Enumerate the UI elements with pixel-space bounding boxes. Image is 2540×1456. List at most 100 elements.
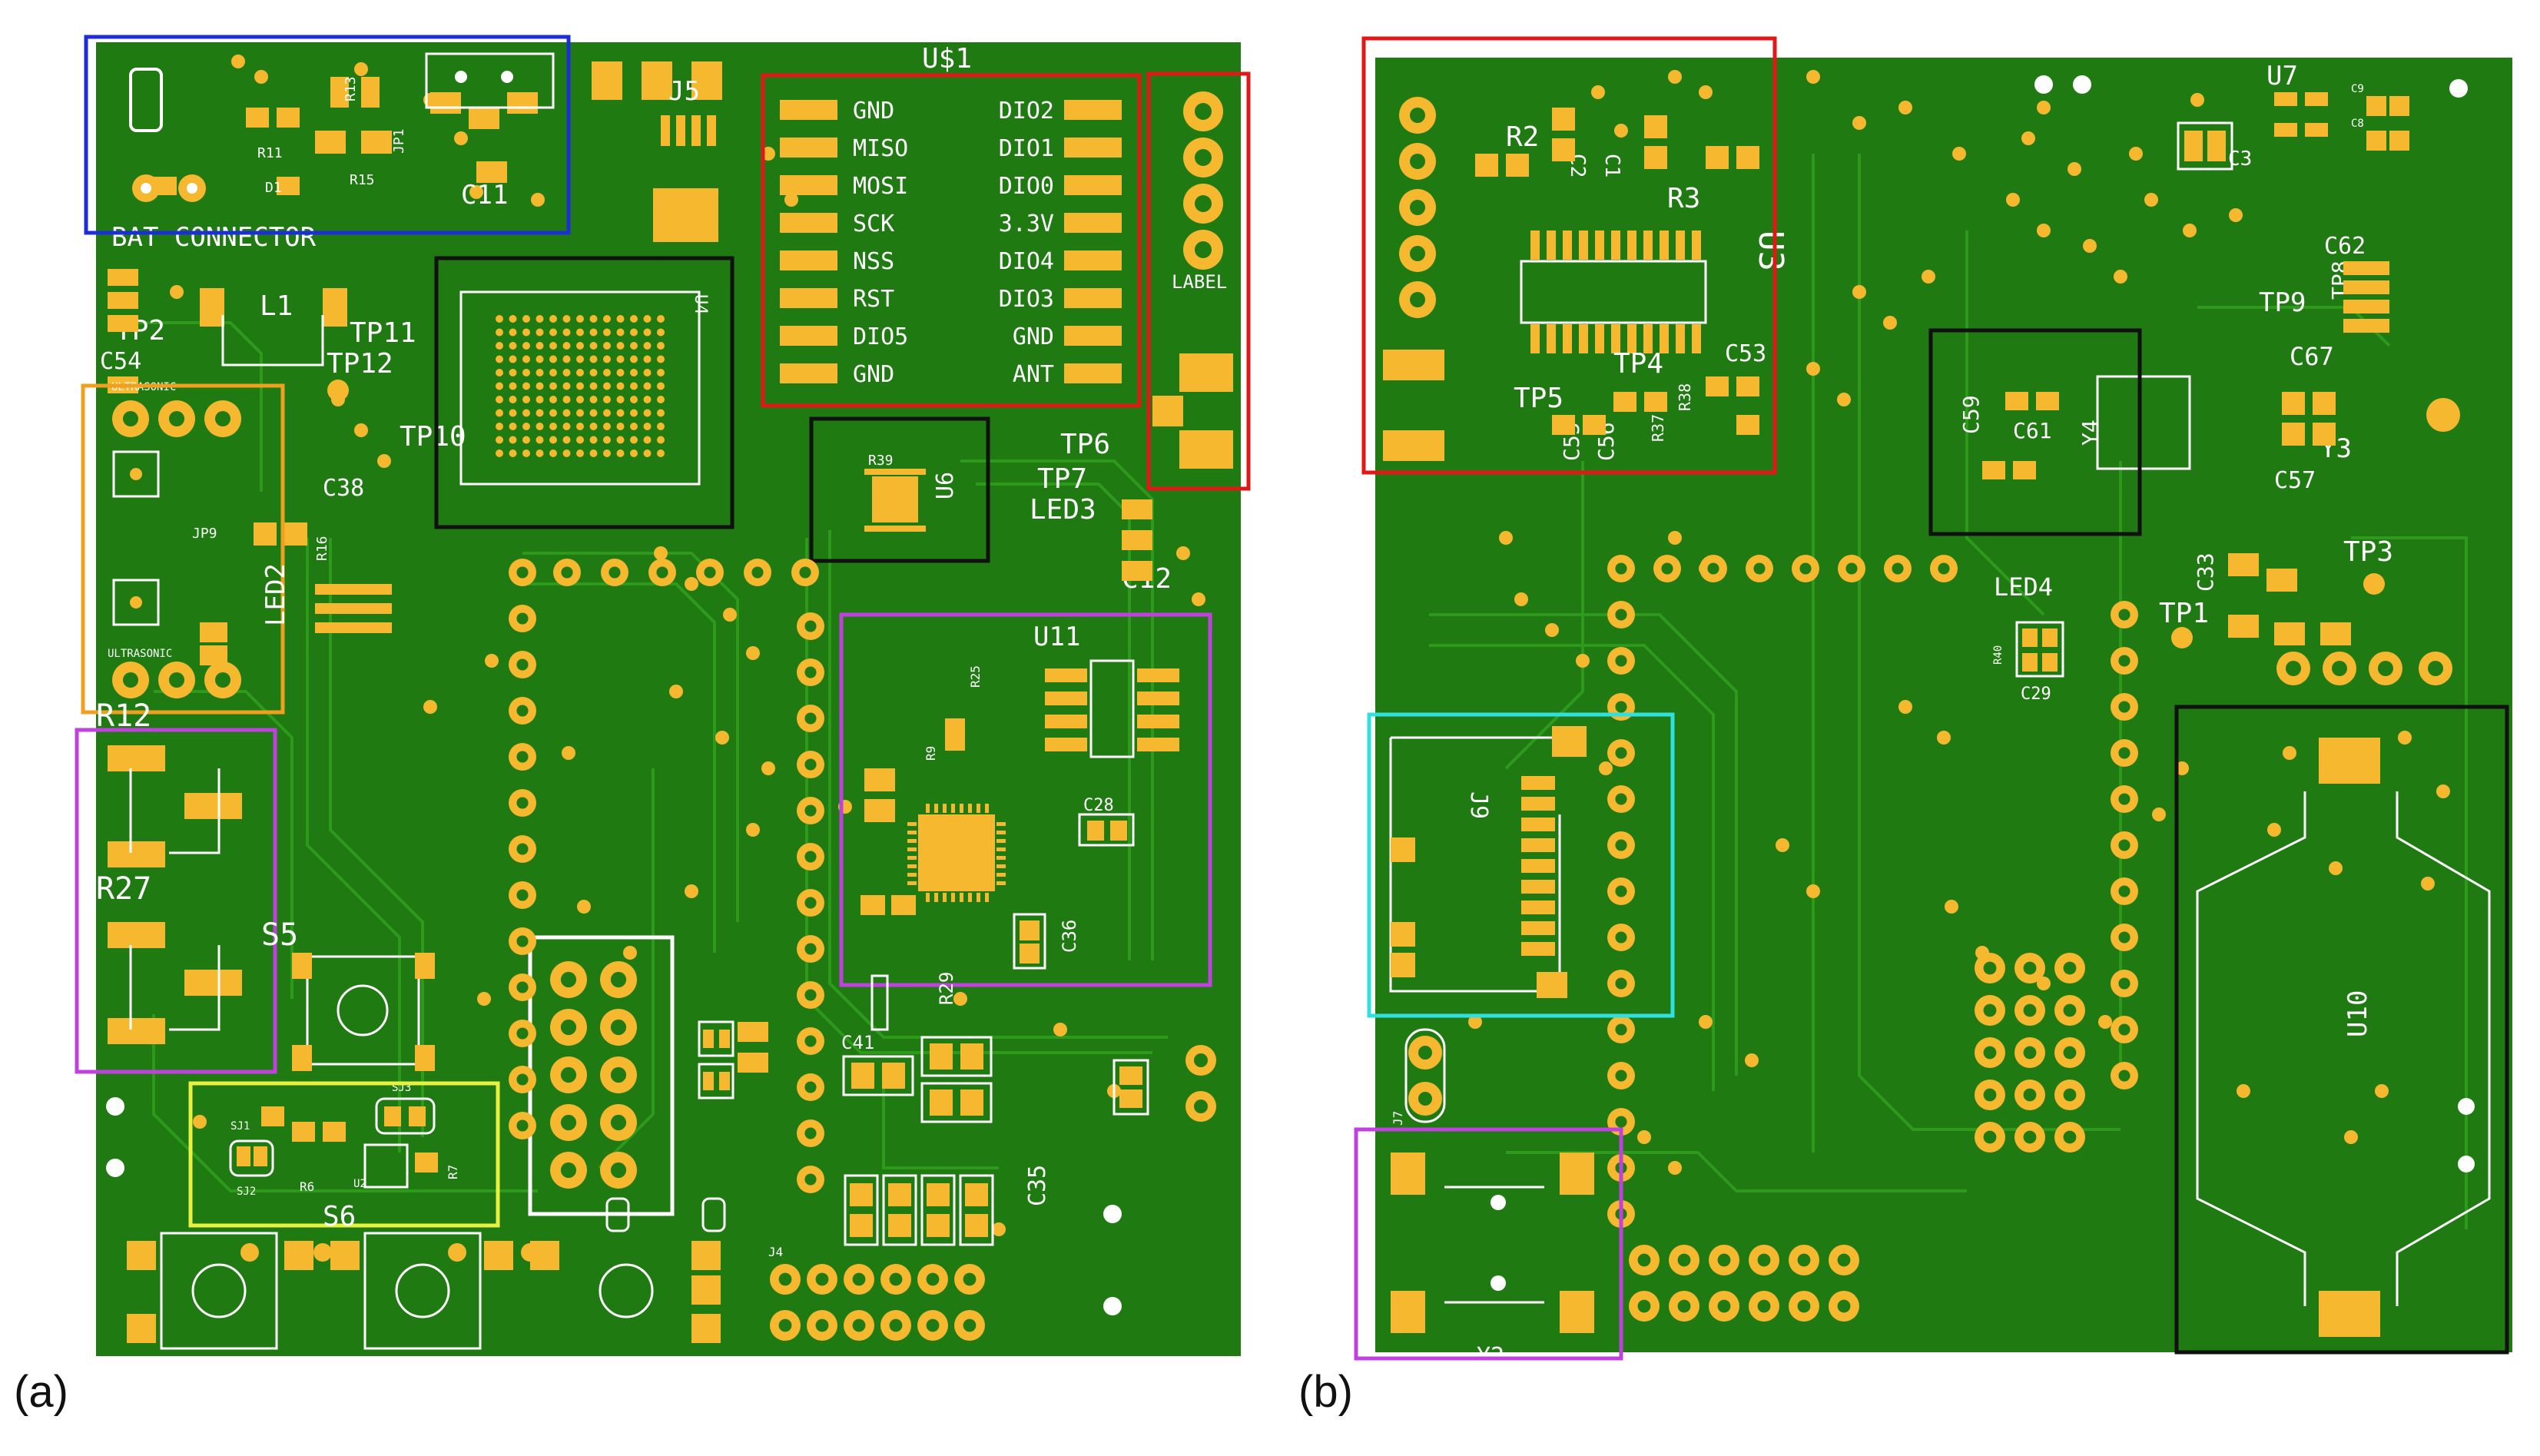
header-pin (600, 1104, 637, 1141)
via-row-b-bottom (1629, 1245, 1859, 1322)
box-black-u10 (2174, 705, 2509, 1355)
via-ring (1607, 924, 1635, 951)
tp12-label: TP12 (327, 348, 393, 380)
via-ring (1607, 1016, 1635, 1043)
board-b-vias (1468, 70, 2450, 1175)
box-purple-y2 (1354, 1127, 1623, 1361)
u10-label: U10 (2343, 990, 2373, 1037)
led2-pads (315, 584, 392, 633)
via-ring (509, 881, 536, 909)
box-purple-u11 (839, 612, 1212, 987)
via-ring (1975, 953, 2005, 983)
via-ring (797, 705, 824, 732)
header-2x5 (550, 961, 726, 1232)
s6-label: S6 (323, 1201, 356, 1232)
via-ring (797, 935, 824, 963)
via-ring (509, 559, 536, 586)
box-red-header (1146, 71, 1251, 491)
header-pin (550, 1009, 587, 1046)
j4-pin (807, 1310, 837, 1341)
header-pin (600, 1056, 637, 1093)
c8-label: C8 (2351, 118, 2364, 130)
via-ring (1792, 555, 1819, 582)
bottom-buttons-row (106, 1097, 721, 1350)
tp3-label: TP3 (2343, 536, 2393, 568)
via-ring (509, 789, 536, 817)
via-ring (509, 743, 536, 771)
c67-label: C67 (2290, 342, 2334, 371)
ultrasonic-sensor-region: ULTRASONIC JP9 ULTRASONIC (108, 381, 307, 698)
box-black-y4 (1928, 328, 2142, 536)
via-ring (1607, 555, 1635, 582)
j9-sd-card: J9 (1389, 726, 1587, 998)
button-s5: S5 (261, 917, 435, 1071)
r12-label: R12 (96, 698, 151, 734)
ultrasonic-label-bottom: ULTRASONIC (108, 648, 172, 660)
tp10-label: TP10 (400, 421, 466, 453)
via-ring (1829, 1245, 1859, 1275)
u4-bga-chip: U4 (459, 290, 710, 486)
c28-label: C28 (1083, 796, 1114, 815)
header-pin (600, 961, 637, 998)
via-ring (2111, 970, 2138, 997)
via-ring (1607, 601, 1635, 629)
j4-pin (844, 1264, 874, 1295)
j4-pin (880, 1264, 911, 1295)
header-label-connector: LABEL (1152, 91, 1233, 469)
via-ring (2054, 953, 2085, 983)
caption-b: (b) (1298, 1367, 1353, 1417)
lora-pin-right-3: 3.3V (999, 211, 1054, 237)
j7-header: J7 (1391, 1028, 1446, 1126)
lora-pin-right-4: DIO4 (999, 248, 1054, 275)
r37-label: R37 (1649, 414, 1667, 442)
led2-label: LED2 (260, 563, 291, 626)
led3-label: LED3 (1030, 494, 1096, 526)
j7-label: J7 (1391, 1111, 1405, 1126)
via-ring (744, 559, 771, 586)
via-ring (2111, 877, 2138, 905)
label-silk: LABEL (1172, 271, 1227, 293)
via-ring (509, 1020, 536, 1047)
lora-pin-right-2: DIO0 (999, 173, 1054, 200)
c29-label: C29 (2021, 685, 2051, 704)
y4-crystal-region: C59 C61 Y4 (1958, 375, 2191, 479)
via-ring (553, 559, 581, 586)
via-ring (2054, 995, 2085, 1026)
via-ring (509, 927, 536, 955)
solder-jumpers-region: SJ3 SJ1 SJ2 R6 U2 R7 (229, 1082, 460, 1198)
header-pin (550, 1104, 587, 1141)
via-ring (2111, 924, 2138, 951)
via-ring (509, 651, 536, 678)
r13-label: R13 (343, 76, 359, 101)
lora-pin-left-1: MISO (853, 135, 908, 162)
lora-pin-left-5: RST (853, 286, 894, 313)
c36-label: C36 (1059, 920, 1080, 953)
c3-label: C3 (2228, 148, 2252, 171)
r16-label: R16 (314, 536, 330, 561)
u3-label: U3 (1751, 231, 1790, 271)
j4-pin (954, 1310, 985, 1341)
j5-label: J5 (668, 76, 700, 107)
via-ring (2111, 1016, 2138, 1043)
via-ring (509, 835, 536, 863)
right-edge-components (1103, 1045, 1216, 1315)
r25-label: R25 (968, 665, 983, 688)
c1-label: C1 (1600, 154, 1623, 177)
r2-label: R2 (1506, 121, 1539, 153)
via-chain-b-left (1607, 555, 1635, 1228)
via-row-b-top (1653, 555, 1958, 582)
tp6-label: TP6 (1060, 429, 1110, 460)
via-ring (1607, 647, 1635, 675)
r29-label: R29 (936, 972, 957, 1005)
via-ring (1629, 1291, 1660, 1322)
via-ring (1669, 1245, 1699, 1275)
lora-pin-left-3: SCK (853, 211, 894, 237)
via-ring (2054, 1037, 2085, 1068)
box-yellow-jumpers (188, 1081, 500, 1228)
via-ring (2111, 1062, 2138, 1090)
via-ring (1975, 1080, 2005, 1110)
via-ring (1653, 555, 1681, 582)
header-pin (550, 961, 587, 998)
via-ring (1669, 1291, 1699, 1322)
via-ring (2111, 647, 2138, 675)
